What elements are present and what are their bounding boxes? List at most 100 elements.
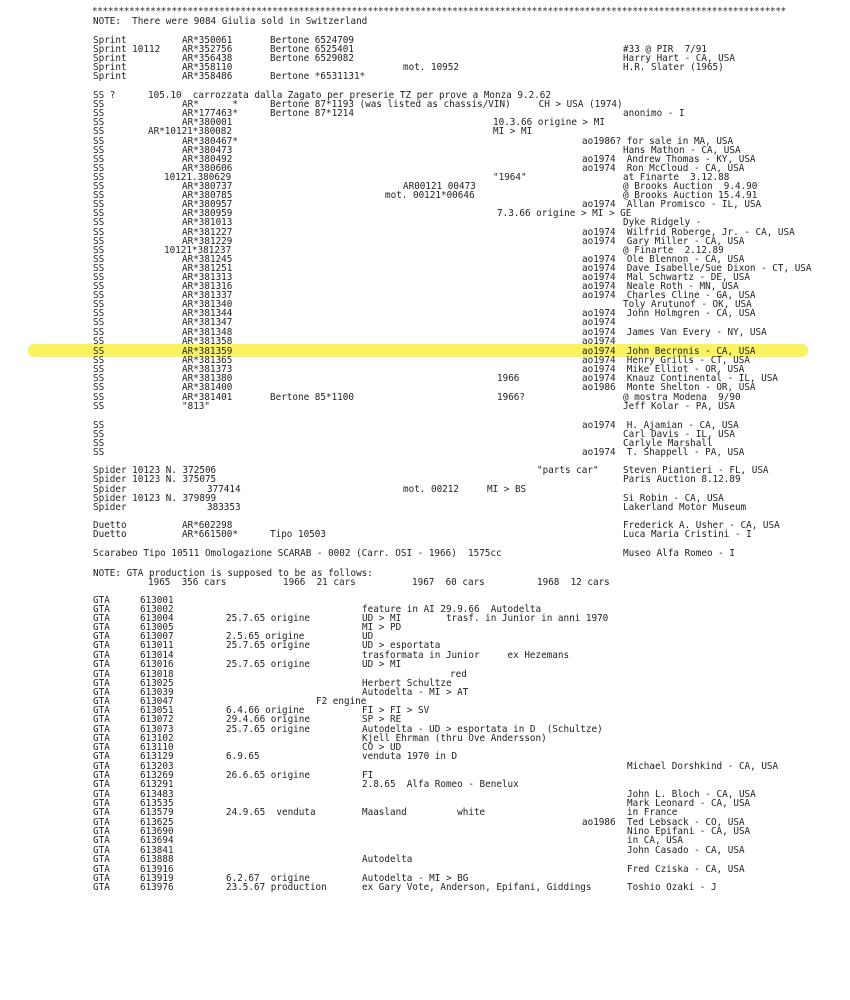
registry-cell: 613073	[140, 724, 174, 735]
registry-cell: ao1974 Ron McCloud - CA, USA	[582, 163, 745, 174]
registry-cell: 26.6.65 origine	[226, 770, 310, 781]
registry-cell: GTA	[93, 595, 110, 606]
registry-cell: 2.5.65 origine	[226, 631, 305, 642]
registry-cell: feature in AI 29.9.66 Autodelta	[362, 604, 542, 615]
registry-cell: Lakerland Motor Museum	[623, 502, 747, 513]
registry-cell: AR*350061	[182, 35, 233, 46]
registry-cell: 29.4.66 origine	[226, 714, 310, 725]
registry-cell: GTA	[93, 854, 110, 865]
registry-cell: SS	[93, 190, 105, 201]
registry-cell: 613002	[140, 604, 174, 615]
registry-cell: John L. Bloch - CA, USA	[627, 789, 756, 800]
registry-cell: 613625	[140, 817, 174, 828]
registry-cell: anonimo - I	[623, 108, 685, 119]
registry-cell: GTA	[93, 864, 110, 875]
registry-cell: GTA	[93, 770, 110, 781]
registry-cell: Bertone 87*1193 (was listed as chassis/V…	[270, 99, 623, 110]
registry-cell: "parts car"	[537, 465, 599, 476]
registry-cell: 6.2.67 origine	[226, 873, 310, 884]
registry-line: GTA 613072 29.4.66 origine SP > RE	[0, 715, 850, 725]
registry-cell: 613483	[140, 789, 174, 800]
registry-cell: GTA	[93, 659, 110, 670]
registry-cell: Kjell Ehrman (thru Ove Andersson)	[362, 733, 547, 744]
registry-cell: H.R. Slater (1965)	[623, 62, 724, 73]
registry-cell: Bertone 85*1100	[270, 392, 354, 403]
registry-cell: 613579	[140, 807, 174, 818]
registry-cell: ao1974	[582, 317, 616, 328]
registry-cell: 7.3.66 origine > MI > GE	[497, 208, 632, 219]
registry-cell: Steven Piantieri - FL, USA	[623, 465, 769, 476]
registry-cell: ao1986 Monte Shelton - OR, USA	[582, 382, 756, 393]
registry-cell: AR*10121*380082	[148, 126, 232, 137]
registry-cell: SS	[93, 254, 105, 265]
registry-cell: Bertone 6529082	[270, 53, 354, 64]
registry-cell: "813"	[182, 401, 210, 412]
registry-cell: John Casado - CA, USA	[627, 845, 745, 856]
registry-cell: Carlyle Marshall	[623, 438, 713, 449]
registry-cell: mot. 00121*00646	[385, 190, 475, 201]
registry-cell: AR*380957	[182, 199, 233, 210]
registry-cell: GTA	[93, 835, 110, 846]
registry-cell: AR*381229	[182, 236, 233, 247]
registry-cell: GTA	[93, 826, 110, 837]
registry-cell: 613005	[140, 622, 174, 633]
registry-cell: GTA	[93, 604, 110, 615]
registry-cell: 613072	[140, 714, 174, 725]
note-text: NOTE: There were 9084 Giulia sold in Swi…	[93, 16, 368, 27]
registry-cell: AR*380473	[182, 145, 233, 156]
registry-cell: Bertone 87*1214	[270, 108, 354, 119]
registry-cell: 613025	[140, 678, 174, 689]
registry-cell: Spider	[93, 502, 127, 513]
registry-cell: 613916	[140, 864, 174, 875]
registry-cell: AR*358110	[182, 62, 233, 73]
registry-cell: ao1974 Andrew Thomas - KY, USA	[582, 154, 756, 165]
registry-cell: SS	[93, 217, 105, 228]
registry-cell: SS	[93, 382, 105, 393]
registry-cell: Spider 10123 N. 379899	[93, 493, 217, 504]
registry-cell: AR*381340	[182, 299, 233, 310]
registry-cell: Toshio Ozaki - J	[627, 882, 717, 893]
asterisk-rule: ****************************************…	[92, 7, 786, 16]
registry-cell: AR*352756	[182, 44, 233, 55]
registry-cell: AR*381344	[182, 308, 233, 319]
registry-cell: 10121.380629	[164, 172, 232, 183]
registry-cell: 613694	[140, 835, 174, 846]
registry-cell: 1968 12 cars	[537, 577, 610, 588]
registry-line: GTA 613002 feature in AI 29.9.66 Autodelta	[0, 605, 850, 615]
registry-cell: 613004	[140, 613, 174, 624]
registry-cell: GTA	[93, 631, 110, 642]
registry-cell: GTA	[93, 714, 110, 725]
registry-cell: Spider	[93, 484, 127, 495]
note-line: NOTE: There were 9084 Giulia sold in Swi…	[0, 17, 850, 27]
registry-cell: SS	[93, 245, 105, 256]
registry-cell: 1966	[497, 373, 520, 384]
registry-cell: Mark Leonard - CA, USA	[627, 798, 751, 809]
registry-cell: @ Brooks Auction 9.4.90	[623, 181, 758, 192]
registry-cell: 613269	[140, 770, 174, 781]
registry-cell: SP > RE	[362, 714, 402, 725]
registry-cell: GTA	[93, 669, 110, 680]
